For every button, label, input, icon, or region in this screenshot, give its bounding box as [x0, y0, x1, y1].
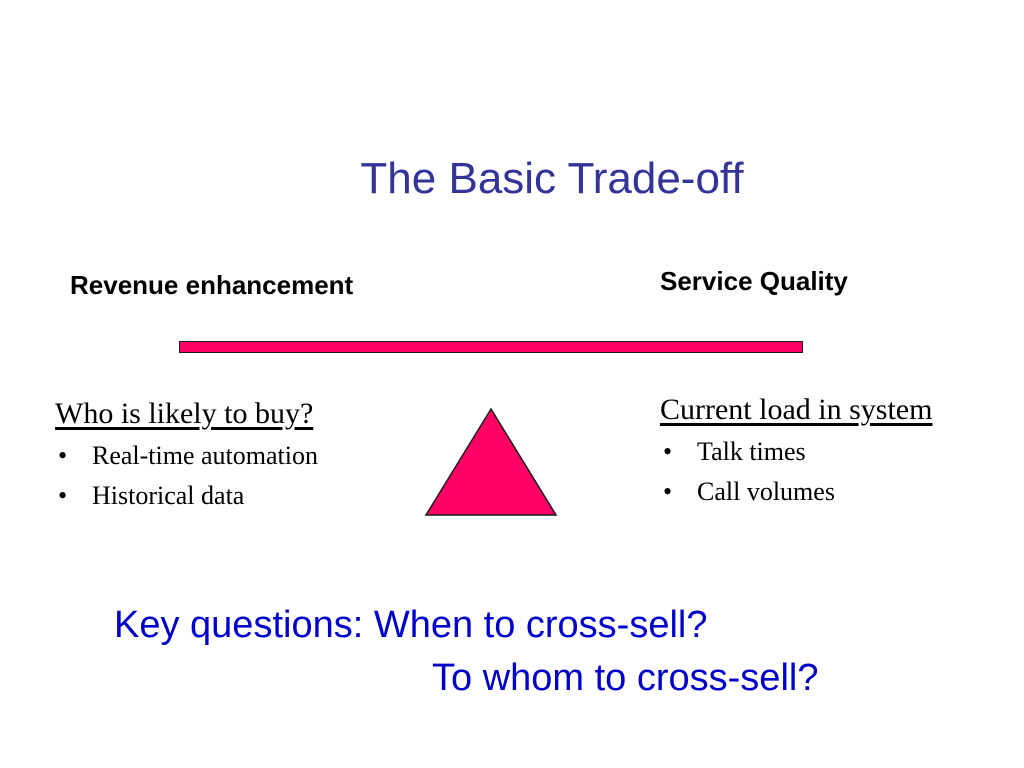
revenue-enhancement-label: Revenue enhancement: [70, 270, 354, 300]
list-item-text: Call volumes: [697, 477, 835, 506]
buyer-likelihood-block: Who is likely to buy? • Real-time automa…: [55, 396, 318, 516]
system-load-block: Current load in system • Talk times • Ca…: [660, 392, 932, 512]
key-questions-line-1: Key questions: When to cross-sell?: [114, 604, 708, 646]
list-item-text: Real-time automation: [92, 441, 318, 470]
list-item: • Talk times: [660, 432, 932, 472]
list-item-text: Historical data: [92, 481, 245, 510]
fulcrum-triangle-icon: [424, 407, 558, 516]
list-item: • Call volumes: [660, 472, 932, 512]
bullet-icon: •: [663, 437, 673, 466]
list-item-text: Talk times: [697, 437, 806, 466]
balance-beam: [179, 341, 803, 353]
bullet-icon: •: [58, 481, 68, 510]
key-questions-line-2: To whom to cross-sell?: [432, 657, 819, 699]
slide-title: The Basic Trade-off: [360, 154, 744, 203]
bullet-icon: •: [58, 441, 68, 470]
service-quality-label: Service Quality: [660, 266, 848, 296]
system-load-list: • Talk times • Call volumes: [660, 432, 932, 512]
system-load-heading: Current load in system: [660, 393, 933, 426]
bullet-icon: •: [663, 477, 673, 506]
buyer-likelihood-list: • Real-time automation • Historical data: [55, 436, 318, 516]
list-item: • Historical data: [55, 476, 318, 516]
list-item: • Real-time automation: [55, 436, 318, 476]
buyer-likelihood-heading: Who is likely to buy?: [55, 397, 314, 430]
